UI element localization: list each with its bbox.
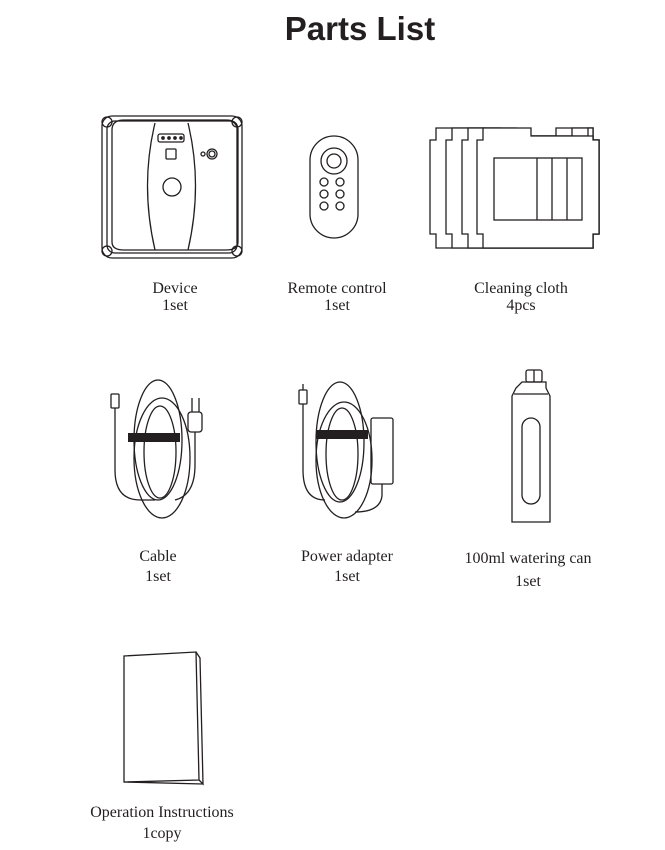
window-cleaning-robot-icon (101, 115, 243, 259)
part-caption-cleaning-cloth: Cleaning cloth 4pcs (461, 280, 581, 314)
instruction-booklet-icon (123, 651, 204, 786)
part-name: Power adapter (301, 548, 393, 565)
part-quantity: 4pcs (506, 297, 536, 314)
part-name: Device (152, 280, 198, 297)
cleaning-cloth-icon (429, 127, 600, 249)
part-quantity: 1set (162, 297, 188, 314)
part-name: Operation Instructions (90, 804, 234, 821)
watering-can-icon (511, 369, 551, 523)
part-quantity: 1set (334, 568, 360, 585)
part-quantity: 1set (515, 573, 541, 590)
part-quantity: 1set (324, 297, 350, 314)
part-name: 100ml watering can (464, 550, 592, 567)
part-caption-operation-instructions: Operation Instructions 1copy (72, 804, 252, 842)
remote-control-icon (309, 135, 359, 239)
part-caption-power-adapter: Power adapter 1set (282, 548, 412, 585)
part-quantity: 1copy (142, 825, 182, 842)
part-caption-device: Device 1set (125, 280, 225, 314)
power-adapter-icon (298, 381, 394, 519)
part-name: Cleaning cloth (474, 280, 568, 297)
part-caption-cable: Cable 1set (108, 548, 208, 585)
cable-icon (110, 379, 203, 519)
part-name: Remote control (287, 280, 387, 297)
part-caption-watering-can: 100ml watering can 1set (448, 550, 608, 590)
part-caption-remote-control: Remote control 1set (272, 280, 402, 314)
part-quantity: 1set (145, 568, 171, 585)
page-title: Parts List (284, 10, 436, 47)
part-name: Cable (139, 548, 177, 565)
